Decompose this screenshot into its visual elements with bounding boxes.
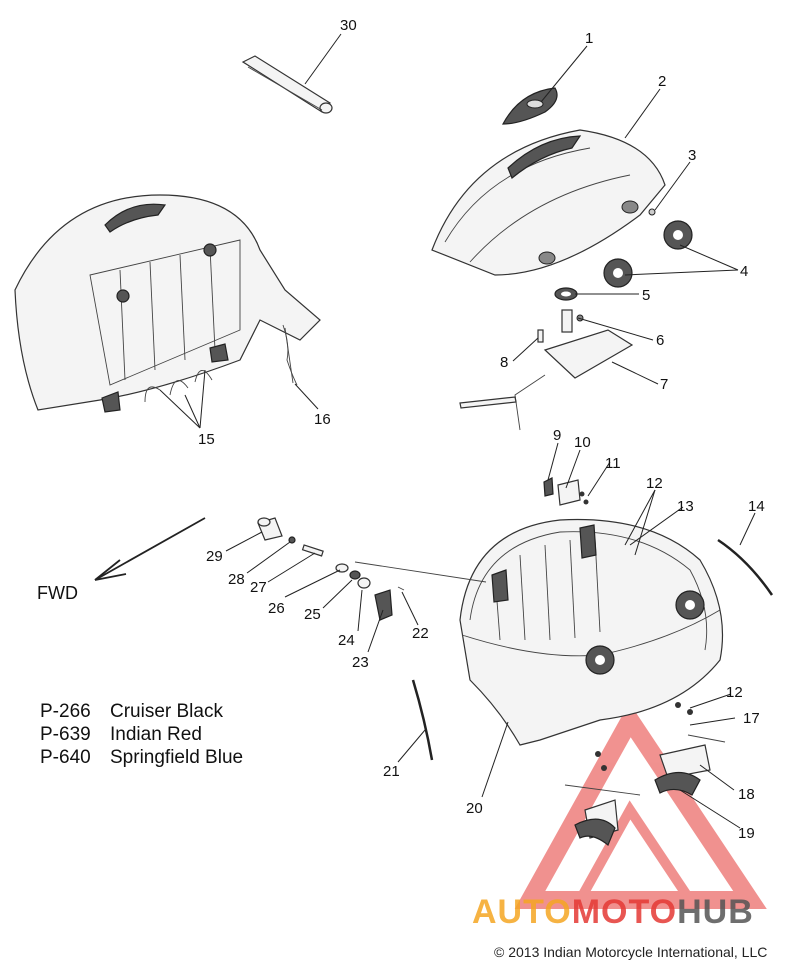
watermark-logo [514,702,767,909]
part-30-tube [241,55,333,114]
paint-code-legend: P-266 Cruiser Black P-639 Indian Red P-640… [40,700,243,769]
legend-code: P-639 [40,724,91,745]
callout-15: 15 [198,431,215,448]
watermark-part-hub: HUB [677,893,754,931]
callout-11: 11 [605,455,621,472]
callout-5: 5 [642,287,650,304]
legend-code: P-640 [40,747,91,768]
callout-23: 23 [352,654,369,671]
legend-code: P-266 [40,701,91,722]
part-3-screw [648,208,656,216]
callout-21: 21 [383,763,400,780]
callout-17: 17 [743,710,760,727]
legend-row: P-640 Springfield Blue [40,746,243,769]
legend-name: Springfield Blue [110,747,244,768]
part-14-trim [717,538,774,596]
callout-10: 10 [574,434,591,451]
callout-30: 30 [340,17,357,34]
callout-12-top: 12 [646,475,663,492]
callout-25: 25 [304,606,321,623]
callout-4: 4 [740,263,748,280]
watermark-part-auto: AUTO [472,893,572,931]
callout-9: 9 [553,427,561,444]
copyright-notice: © 2013 Indian Motorcycle International, … [494,944,768,960]
callout-27: 27 [250,579,267,596]
callout-labels: 30 1 2 3 4 5 6 7 8 9 10 11 12 13 14 15 1… [198,17,765,842]
callout-18: 18 [738,786,755,803]
fwd-label: FWD [37,583,78,603]
part-5-grommet [554,287,578,301]
callout-22: 22 [412,625,429,642]
part-7-latch-mechanism [459,309,634,431]
callout-1: 1 [585,30,593,47]
part-1-latch [502,87,558,125]
callout-6: 6 [656,332,664,349]
callout-20: 20 [466,800,483,817]
watermark-part-moto: MOTO [571,893,678,931]
callout-13: 13 [677,498,694,515]
left-saddlebag-assembly [14,194,321,413]
part-2-lid [431,129,666,276]
callout-7: 7 [660,376,668,393]
parts-17-18-19 [564,702,726,846]
legend-name: Cruiser Black [110,701,223,722]
leader-lines [159,33,756,829]
part-16-strap [282,324,298,386]
callout-29: 29 [206,548,223,565]
legend-row: P-266 Cruiser Black [40,700,243,723]
callout-24: 24 [338,632,355,649]
callout-2: 2 [658,73,666,90]
hardware-stack [257,517,487,621]
callout-8: 8 [500,354,508,371]
callout-28: 28 [228,571,245,588]
callout-12-bottom: 12 [726,684,743,701]
parts-9-10-11 [543,477,589,506]
callout-19: 19 [738,825,755,842]
part-4-hinges [603,220,693,288]
callout-14: 14 [748,498,765,515]
part-20-saddlebag-body [459,518,724,746]
legend-row: P-639 Indian Red [40,723,243,746]
watermark-text: AUTOMOTOHUB [472,893,754,932]
callout-26: 26 [268,600,285,617]
fwd-arrow [94,517,206,581]
part-21-trim [411,679,434,761]
callout-3: 3 [688,147,696,164]
callout-16: 16 [314,411,331,428]
legend-name: Indian Red [110,724,202,745]
